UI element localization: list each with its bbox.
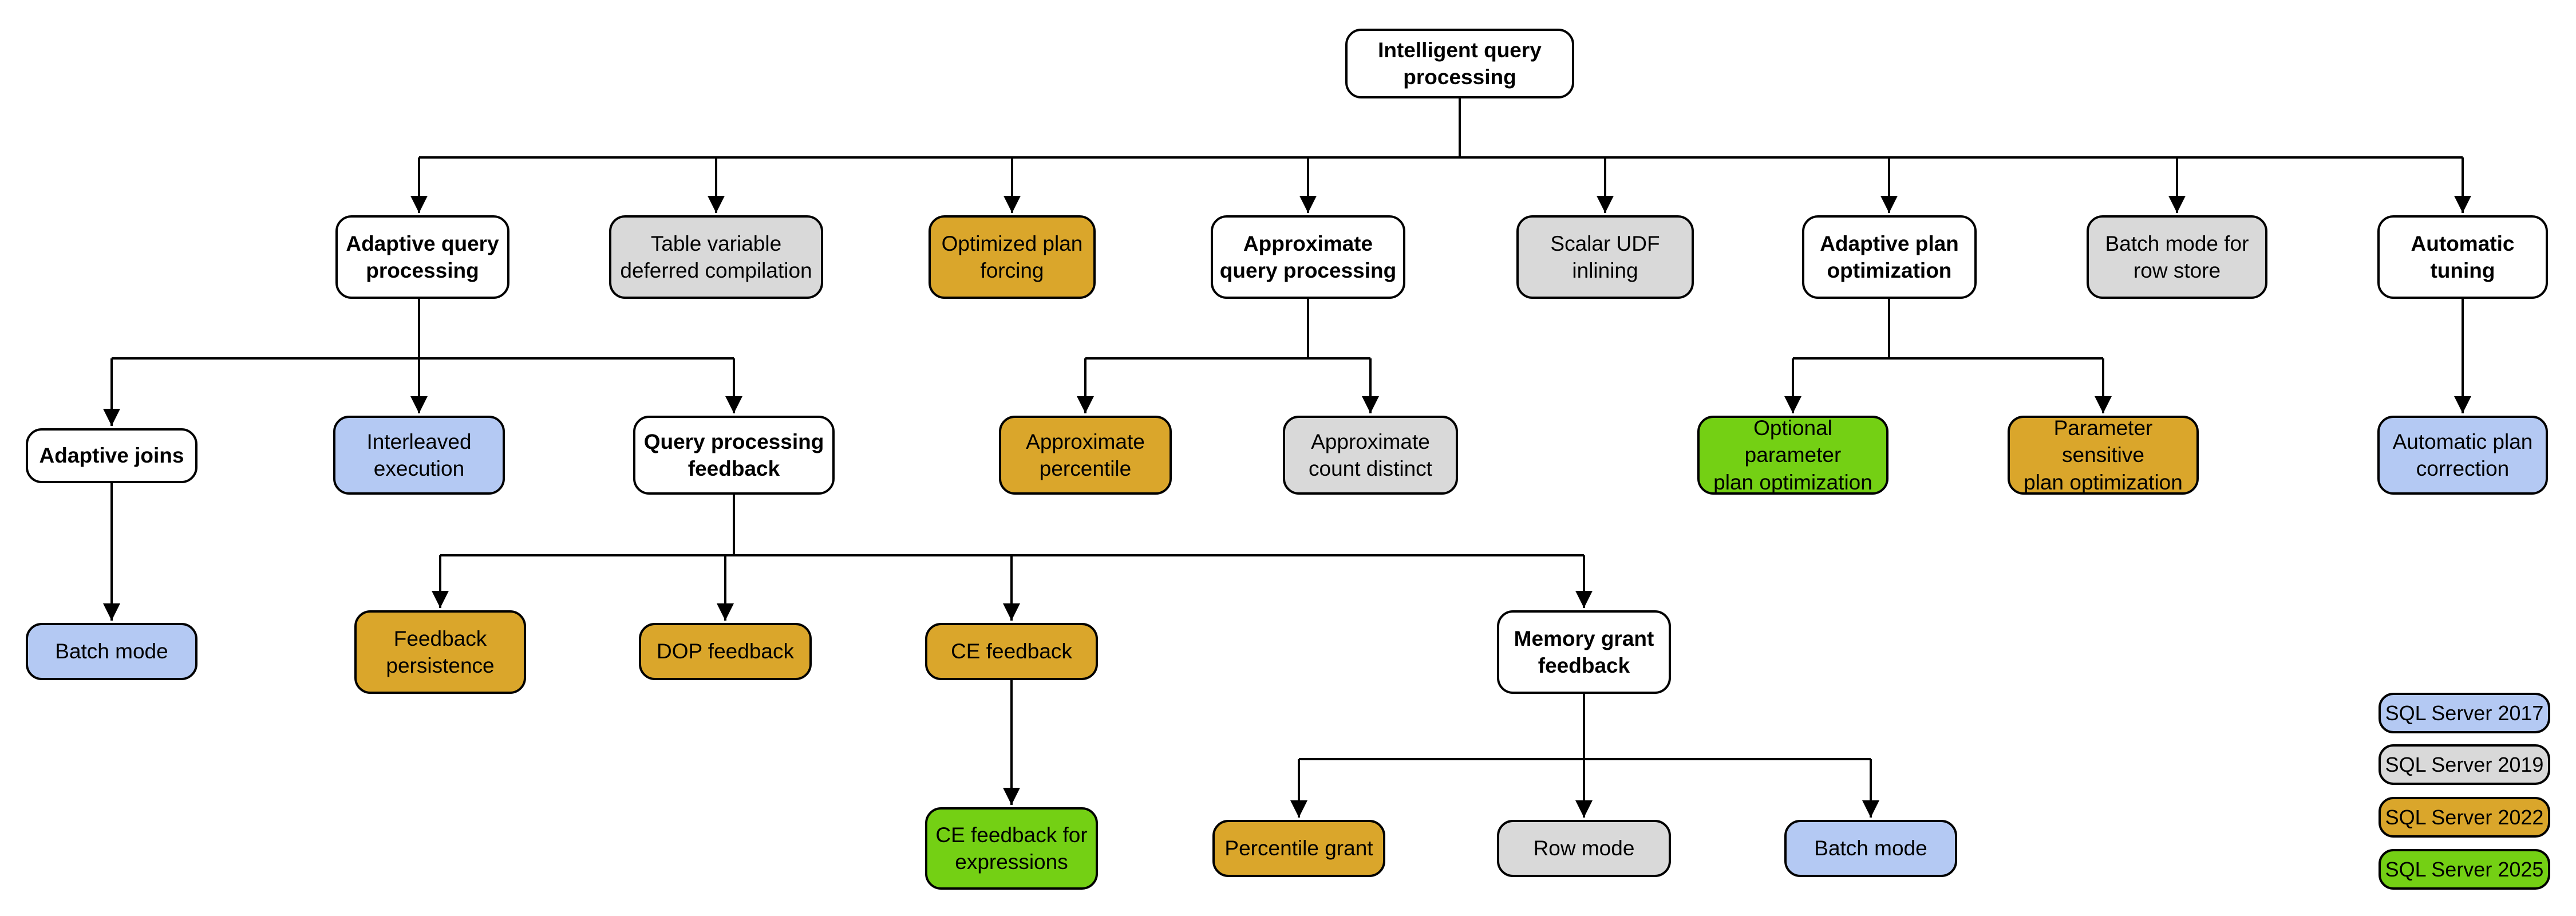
node-scalar-udf-inlining: Scalar UDF inlining [1516,215,1694,299]
node-dop-feedback: DOP feedback [639,623,812,680]
node-intelligent-query-processing: Intelligent query processing [1345,29,1574,98]
node-batch-mode-memory-grant: Batch mode [1784,820,1957,877]
node-memory-grant-feedback: Memory grant feedback [1497,610,1671,694]
node-ce-feedback: CE feedback [925,623,1098,680]
node-interleaved-execution: Interleaved execution [333,416,505,495]
legend-item-sql-server-2022: SQL Server 2022 [2379,797,2550,838]
node-approximate-percentile: Approximate percentile [999,416,1172,495]
node-automatic-plan-correction: Automatic plan correction [2377,416,2548,495]
node-batch-mode-adaptive-joins: Batch mode [26,623,197,680]
node-ce-feedback-for-expressions: CE feedback for expressions [925,807,1098,890]
node-adaptive-query-processing: Adaptive query processing [335,215,509,299]
node-table-variable-deferred-compilation: Table variable deferred compilation [609,215,823,299]
node-batch-mode-for-row-store: Batch mode for row store [2087,215,2267,299]
node-query-processing-feedback: Query processing feedback [633,416,835,495]
node-adaptive-plan-optimization: Adaptive plan optimization [1802,215,1977,299]
node-approximate-count-distinct: Approximate count distinct [1283,416,1458,495]
legend-item-sql-server-2019: SQL Server 2019 [2379,744,2550,785]
legend-item-sql-server-2025: SQL Server 2025 [2379,849,2550,890]
node-adaptive-joins: Adaptive joins [26,428,197,483]
legend-item-sql-server-2017: SQL Server 2017 [2379,693,2550,733]
node-optional-parameter-plan-optimization: Optional parameter plan optimization [1697,416,1888,495]
node-percentile-grant: Percentile grant [1212,820,1385,877]
node-optimized-plan-forcing: Optimized plan forcing [929,215,1096,299]
node-approximate-query-processing: Approximate query processing [1211,215,1405,299]
node-parameter-sensitive-plan-optimization: Parameter sensitive plan optimization [2008,416,2199,495]
connector-arrows [103,157,2471,818]
node-row-mode: Row mode [1497,820,1671,877]
node-automatic-tuning: Automatic tuning [2377,215,2548,299]
node-feedback-persistence: Feedback persistence [354,610,526,694]
